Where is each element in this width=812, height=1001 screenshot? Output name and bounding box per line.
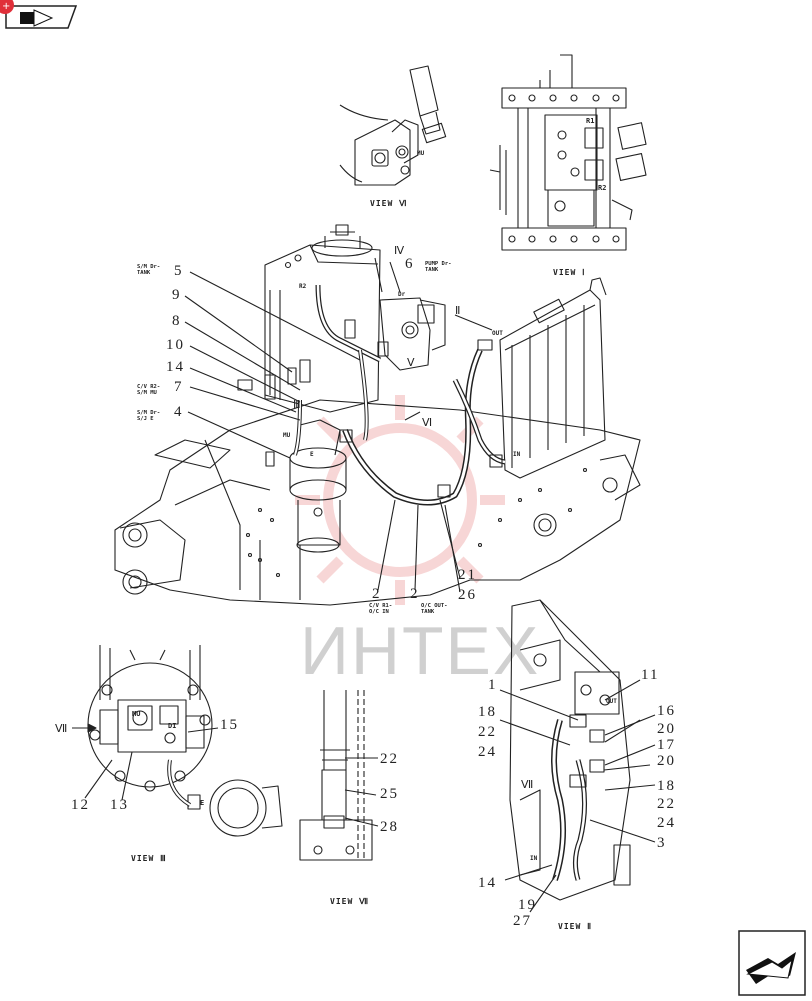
callout-22c: 22 bbox=[657, 796, 676, 812]
red-marker-icon: + bbox=[0, 0, 16, 16]
nav-next-icon[interactable] bbox=[738, 930, 806, 996]
view-ii-title: VIEW Ⅱ bbox=[558, 922, 593, 931]
callout-2b: 2 bbox=[410, 586, 420, 602]
view-marker-iii: Ⅲ bbox=[293, 399, 301, 411]
view-marker-vii-a: Ⅶ bbox=[55, 723, 68, 735]
port-label-di: DI bbox=[168, 722, 177, 730]
view-iii-detail bbox=[72, 645, 283, 837]
watermark: ИНТЕХ bbox=[300, 613, 541, 689]
callout-15: 15 bbox=[220, 717, 239, 733]
callout-8: 8 bbox=[172, 313, 182, 329]
callout-11: 11 bbox=[641, 667, 660, 683]
port-label-in: IN bbox=[513, 451, 521, 458]
callout-10: 10 bbox=[166, 337, 185, 353]
callout-19: 19 bbox=[518, 897, 537, 913]
port-label-r2b: R2 bbox=[299, 283, 307, 290]
view-marker-ii: Ⅱ bbox=[455, 305, 461, 317]
callout-25: 25 bbox=[380, 786, 399, 802]
callout-6: 6 bbox=[405, 256, 415, 272]
port-label-mu2: MU bbox=[283, 432, 291, 439]
note-oc-out-tank: O/C OUT-TANK bbox=[421, 603, 448, 615]
view-vii-title: VIEW Ⅶ bbox=[330, 897, 370, 906]
svg-text:+: + bbox=[2, 1, 10, 12]
view-ii-detail bbox=[499, 599, 656, 913]
callout-22b: 22 bbox=[478, 724, 497, 740]
port-label-r2: R2 bbox=[598, 184, 607, 192]
callout-21: 21 bbox=[458, 567, 477, 583]
port-label-in2: IN bbox=[530, 855, 538, 862]
port-label-e: E bbox=[310, 451, 314, 458]
callout-24b: 24 bbox=[657, 815, 676, 831]
port-label-mu: MU bbox=[417, 150, 425, 157]
callout-20b: 20 bbox=[657, 753, 676, 769]
callout-22a: 22 bbox=[380, 751, 399, 767]
callout-7: 7 bbox=[174, 379, 184, 395]
main-assembly bbox=[114, 224, 641, 606]
callout-4: 4 bbox=[174, 404, 184, 420]
port-label-dr: Dr bbox=[398, 291, 406, 298]
port-label-e2: E bbox=[200, 799, 205, 807]
callout-3: 3 bbox=[657, 835, 667, 851]
callout-14a: 14 bbox=[166, 359, 185, 375]
view-marker-vii-b: Ⅶ bbox=[521, 779, 534, 791]
callout-13: 13 bbox=[110, 797, 129, 813]
callout-2a: 2 bbox=[372, 586, 382, 602]
callout-12: 12 bbox=[71, 797, 90, 813]
note-pump-dr-tank: PUMP Dr-TANK bbox=[425, 261, 452, 273]
note-cv-r1-oc-in: C/V R1-O/C IN bbox=[369, 603, 393, 615]
callout-27: 27 bbox=[513, 913, 532, 929]
callout-26: 26 bbox=[458, 587, 477, 603]
view-iii-title: VIEW Ⅲ bbox=[131, 854, 167, 863]
view-marker-iv: Ⅳ bbox=[394, 245, 405, 257]
view-marker-v: Ⅴ bbox=[407, 357, 415, 369]
view-vi-detail bbox=[339, 65, 447, 186]
view-marker-vi: Ⅵ bbox=[422, 417, 433, 429]
callout-9: 9 bbox=[172, 287, 182, 303]
view-vii-detail bbox=[299, 690, 379, 861]
callout-16: 16 bbox=[657, 703, 676, 719]
callout-1: 1 bbox=[488, 677, 498, 693]
callout-18b: 18 bbox=[657, 778, 676, 794]
note-sm-dr-tank: S/M Dr-TANK bbox=[137, 264, 161, 276]
view-vi-title: VIEW Ⅵ bbox=[370, 199, 408, 208]
port-label-mu3: MU bbox=[132, 710, 141, 718]
port-label-out2: OUT bbox=[606, 698, 617, 705]
callout-14b: 14 bbox=[478, 875, 497, 891]
callout-17: 17 bbox=[657, 737, 676, 753]
callout-24a: 24 bbox=[478, 744, 497, 760]
port-label-out: OUT bbox=[492, 330, 503, 337]
callout-18a: 18 bbox=[478, 704, 497, 720]
note-cv-r2-sm-mu: C/V R2-S/M MU bbox=[137, 384, 161, 396]
view-i-detail bbox=[489, 54, 647, 251]
callout-20a: 20 bbox=[657, 721, 676, 737]
view-i-title: VIEW Ⅰ bbox=[553, 268, 586, 277]
callout-28: 28 bbox=[380, 819, 399, 835]
callout-5: 5 bbox=[174, 263, 184, 279]
port-label-r1: R1 bbox=[586, 117, 595, 125]
nav-previous-icon[interactable] bbox=[4, 4, 78, 30]
note-sm-dr-sje: S/M Dr-S/J E bbox=[137, 410, 161, 422]
